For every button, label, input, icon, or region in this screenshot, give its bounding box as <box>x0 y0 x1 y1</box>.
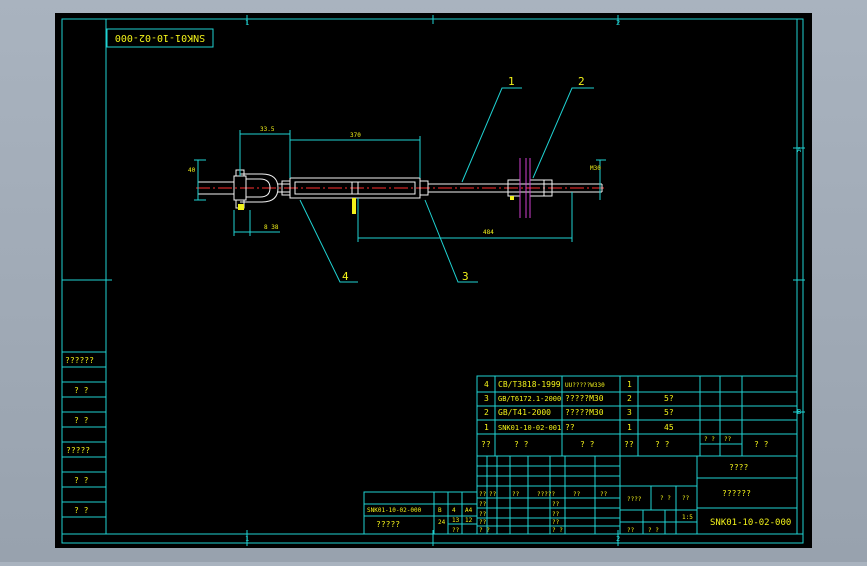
bom-0-no: 4 <box>484 380 489 389</box>
left-panel-3: ????? <box>66 446 90 455</box>
bom-0-code: CB/T3818-1999 <box>498 380 561 389</box>
bom-3-mat: 45 <box>664 423 674 432</box>
tb-r2-0: ?? <box>479 501 487 508</box>
tb-r4-1: ?? <box>552 519 560 526</box>
bom-0-qty: 1 <box>627 380 632 389</box>
aux-cell-1: 4 <box>452 507 456 514</box>
zone-top-2: 2 <box>616 19 620 27</box>
nut-right <box>419 180 429 196</box>
drawing-number: SNK01-10-02-000 <box>710 518 791 528</box>
aux-code: SNK01-10-02-000 <box>367 507 422 514</box>
tb-footer-2: ?? <box>627 527 635 534</box>
bom-2-qty: 3 <box>627 408 632 417</box>
tb-r1-4: ?? <box>573 491 581 498</box>
bom-header-h1: ? ? <box>704 436 715 443</box>
dim-top-left: 33.5 <box>260 126 275 133</box>
code-box <box>106 28 214 48</box>
left-panel-5: ? ? <box>74 506 89 515</box>
balloon-4: 4 <box>342 270 349 283</box>
title-mid: ?????? <box>722 489 751 498</box>
tb-r1-3: ????? <box>537 491 555 498</box>
dim-right-vert: M30 <box>590 165 601 172</box>
dim-top-mid: 370 <box>350 132 361 139</box>
code-box-text: SNK01-10-02-000 <box>115 32 205 43</box>
model-space <box>55 13 812 548</box>
tb-footer-3: ? ? <box>648 527 659 534</box>
aux-cell-4: 13 <box>452 517 460 524</box>
tb-footer-0: ? ? <box>479 527 490 534</box>
part-balloons: 1 2 3 4 <box>299 75 594 283</box>
assembly-view[interactable]: 33.5 370 484 40 M30 8 38 1 2 <box>188 75 606 283</box>
zone-bottom-2: 2 <box>616 535 620 543</box>
title-block: ???? ?????? SNK01-10-02-000 ???? ? ? ?? … <box>476 455 798 535</box>
bom-1-qty: 2 <box>627 394 632 403</box>
sheet-label-0: ? ? <box>660 495 671 502</box>
tb-r3-0: ?? <box>479 511 487 518</box>
bom-header-qty: ?? <box>624 440 634 449</box>
tb-r2-1: ?? <box>552 501 560 508</box>
aux-cell-3: 24 <box>438 519 446 526</box>
zone-right-b: B <box>797 408 801 416</box>
zone-right-a: A <box>797 146 802 154</box>
double-nuts <box>507 158 553 218</box>
left-panel-1: ? ? <box>74 386 89 395</box>
title-top: ???? <box>729 463 748 472</box>
bom-2-name: ?????M30 <box>565 408 604 417</box>
bom-3-qty: 1 <box>627 423 632 432</box>
bom-header-mat: ? ? <box>655 440 670 449</box>
bom-1-mat: 5? <box>664 394 674 403</box>
tb-r1-5: ?? <box>600 491 608 498</box>
tb-r4-0: ?? <box>479 519 487 526</box>
tb-footer-1: ? ? <box>552 527 563 534</box>
zone-bottom-1: 1 <box>245 535 249 543</box>
dim-left-vert: 40 <box>188 167 196 174</box>
left-panel-4: ? ? <box>74 476 89 485</box>
bom-3-no: 1 <box>484 423 489 432</box>
tb-r1-0: ?? <box>479 491 487 498</box>
bom-header-h3: ? ? <box>754 440 769 449</box>
bom-header-code: ? ? <box>514 440 529 449</box>
dimensions: 33.5 370 484 40 M30 8 38 <box>188 126 606 242</box>
bom-header-no: ?? <box>481 440 491 449</box>
balloon-1: 1 <box>508 75 515 88</box>
zone-top-1: 1 <box>245 19 249 27</box>
aux-cell-6: ?? <box>452 527 460 534</box>
aux-cell-5: 12 <box>465 517 473 524</box>
sheet-label-1: ?? <box>682 495 690 502</box>
bom-header-h2: ?? <box>724 436 732 443</box>
left-panel: ?????? ? ? ? ? ????? ? ? ? ? <box>62 279 106 518</box>
balloon-3: 3 <box>462 270 469 283</box>
left-panel-0: ?????? <box>65 356 94 365</box>
aux-label: ????? <box>376 520 400 529</box>
tb-r3-1: ?? <box>552 511 560 518</box>
bom-1-code: GB/T6172.1-2000 <box>498 395 561 403</box>
bom-1-no: 3 <box>484 394 489 403</box>
scale-value: 1:5 <box>682 514 693 521</box>
balloon-2: 2 <box>578 75 585 88</box>
bom-2-mat: 5? <box>664 408 674 417</box>
aux-cell-2: A4 <box>465 507 473 514</box>
left-panel-2: ? ? <box>74 416 89 425</box>
shackle <box>198 169 279 210</box>
tb-r1-2: ?? <box>512 491 520 498</box>
tb-r1-1: ?? <box>489 491 497 498</box>
bom-2-code: GB/T41-2000 <box>498 408 551 417</box>
bom-3-code: SNK01-10-02-001 <box>498 424 561 432</box>
dim-small: 8 38 <box>264 224 279 231</box>
aux-cell-0: B <box>438 507 442 514</box>
dim-bottom: 484 <box>483 229 494 236</box>
bom-1-name: ?????M30 <box>565 394 604 403</box>
bom-0-name: UU?????W330 <box>565 382 605 389</box>
stage-label: ???? <box>627 496 642 503</box>
bom-3-name: ?? <box>565 423 575 432</box>
bom-2-no: 2 <box>484 408 489 417</box>
bom-header-name: ? ? <box>580 440 595 449</box>
aux-table: SNK01-10-02-000 ????? B 4 A4 24 13 12 ?? <box>363 491 478 535</box>
